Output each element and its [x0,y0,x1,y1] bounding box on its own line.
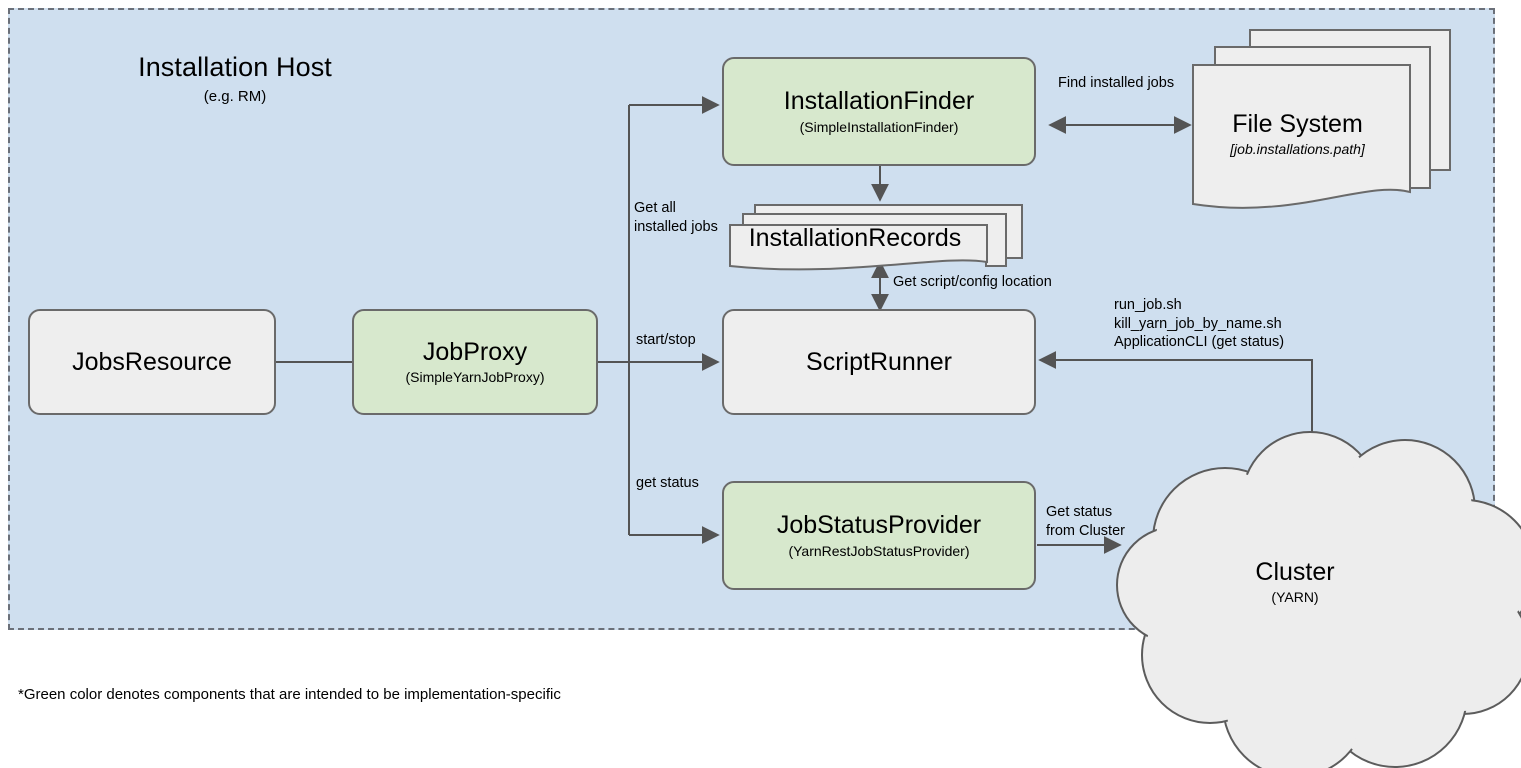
installation-host-title: Installation Host [138,52,332,82]
label-get-status-from-cluster: Get status from Cluster [1046,504,1125,539]
footnote: *Green color denotes components that are… [18,686,561,703]
label-get-all-installed-jobs: Get all installed jobs [634,200,718,235]
label-cluster-scripts: run_job.sh kill_yarn_job_by_name.sh Appl… [1114,297,1285,351]
label-find-installed-jobs: Find installed jobs [1058,75,1175,91]
cluster-cloud-shape [1116,431,1521,768]
installation-finder-title: InstallationFinder [783,87,975,116]
installation-finder-subtitle: (SimpleInstallationFinder) [799,118,959,135]
node-job-proxy[interactable]: JobProxy (SimpleYarnJobProxy) [352,309,598,415]
job-proxy-title: JobProxy [422,337,528,366]
jobs-resource-title: JobsResource [72,347,232,376]
node-installation-finder[interactable]: InstallationFinder (SimpleInstallationFi… [722,57,1036,166]
job-status-provider-title: JobStatusProvider [776,511,982,540]
installation-host-subtitle: (e.g. RM) [203,88,267,105]
job-proxy-subtitle: (SimpleYarnJobProxy) [405,369,545,386]
label-get-status: get status [636,475,699,491]
job-status-provider-subtitle: (YarnRestJobStatusProvider) [788,542,970,559]
node-jobs-resource[interactable]: JobsResource [28,309,276,415]
label-get-script-config-location: Get script/config location [893,274,1052,290]
label-start-stop: start/stop [636,332,696,348]
node-job-status-provider[interactable]: JobStatusProvider (YarnRestJobStatusProv… [722,481,1036,590]
file-system-shape [1192,29,1451,209]
installation-records-shape [729,204,1023,271]
script-runner-title: ScriptRunner [806,347,952,376]
node-script-runner[interactable]: ScriptRunner [722,309,1036,415]
